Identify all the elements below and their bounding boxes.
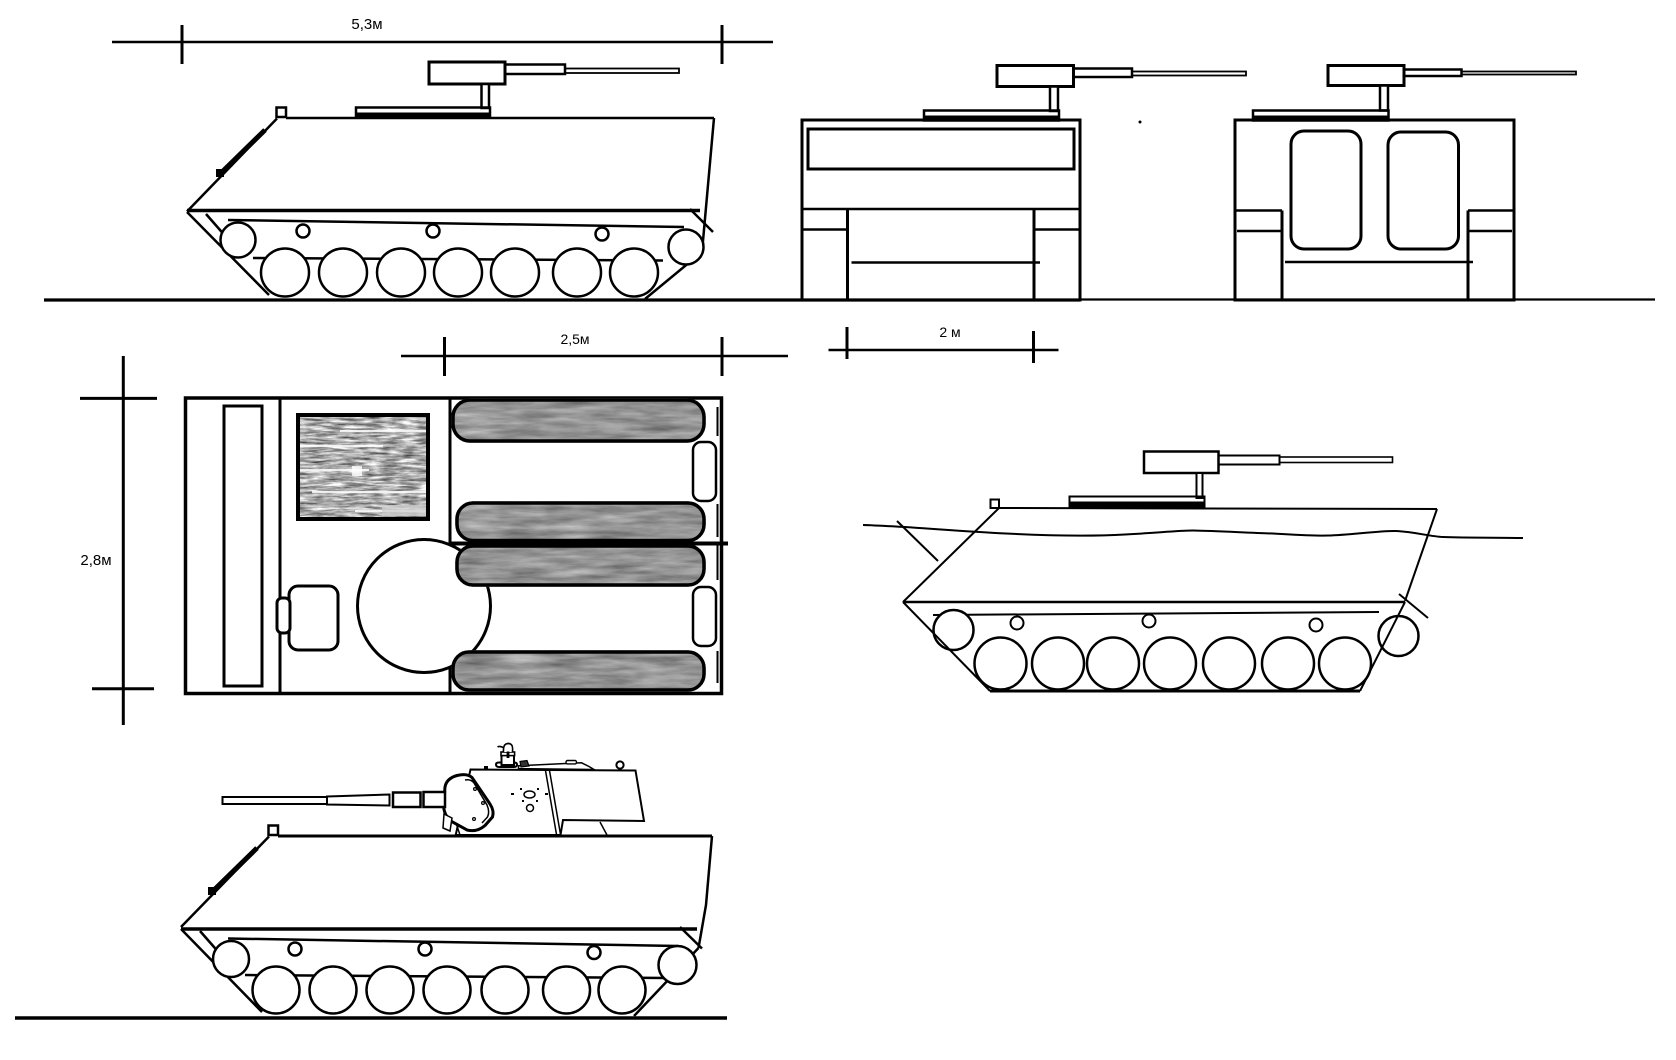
svg-text:2,5м: 2,5м (560, 331, 589, 347)
svg-text:2 м: 2 м (939, 324, 960, 340)
svg-text:2,8м: 2,8м (80, 552, 111, 569)
svg-text:5,3м: 5,3м (351, 16, 382, 33)
